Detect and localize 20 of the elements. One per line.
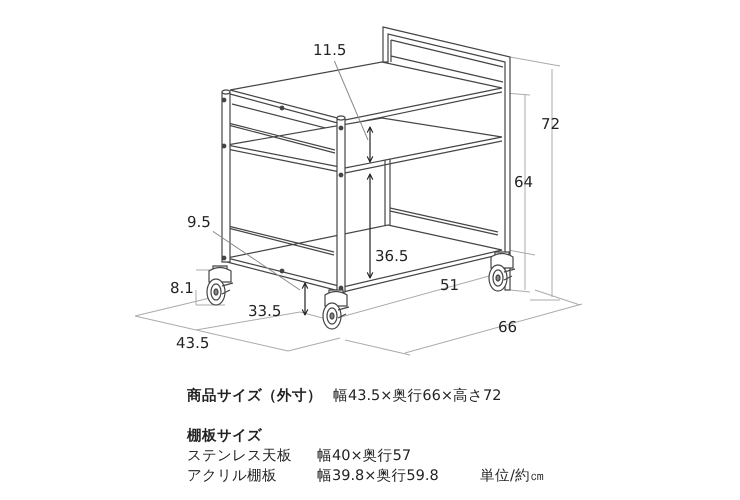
dimension-value: 51: [440, 276, 460, 294]
table-row-label: ステンレス天板: [187, 447, 292, 465]
size-text: 幅43.5×奥行66×高さ72: [333, 387, 502, 405]
dimension-value: 33.5: [248, 302, 282, 320]
size-text: 幅39.8×奥行59.8: [317, 467, 439, 485]
dimension-value: 66: [498, 318, 518, 336]
unit-note: 単位/約㎝: [480, 467, 545, 485]
dimension-value: 8.1: [170, 279, 194, 297]
size-text: 幅40×奥行57: [317, 447, 412, 465]
table-row-label: アクリル棚板: [187, 467, 277, 485]
leader-line: [334, 60, 368, 140]
leader-line: [212, 230, 300, 290]
dimension-value: 43.5: [176, 334, 210, 352]
dimension-value: 9.5: [187, 213, 211, 231]
table-heading: 商品サイズ（外寸）: [187, 387, 322, 405]
dimension-value: 36.5: [375, 247, 408, 265]
dimension-value: 11.5: [313, 41, 346, 59]
dimension-value: 64: [514, 173, 534, 191]
dimension-value: 72: [541, 115, 560, 133]
table-heading: 棚板サイズ: [187, 427, 262, 445]
